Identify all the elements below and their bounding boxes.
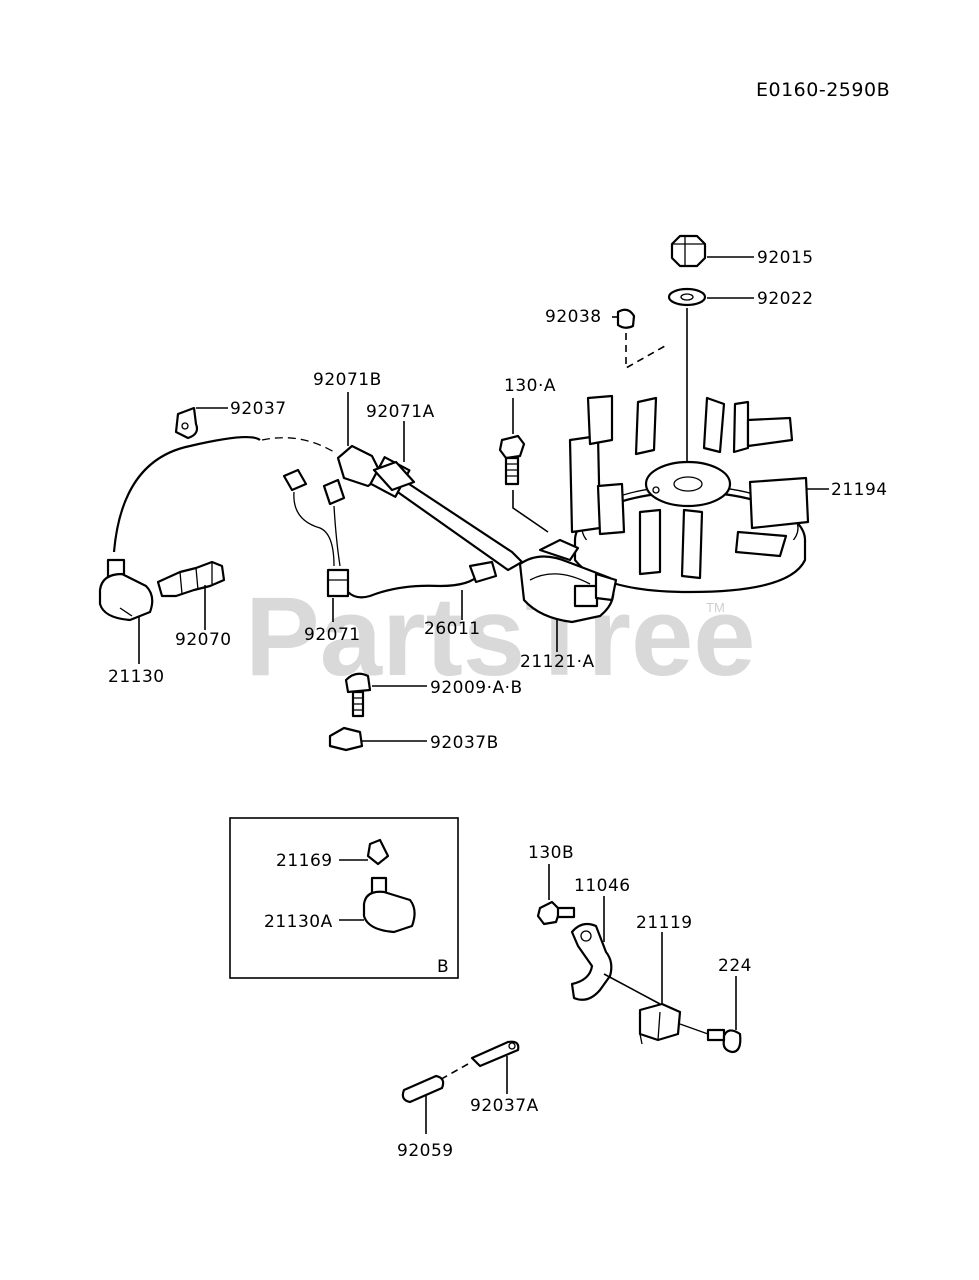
stop-lead-26011-wire[interactable] [347, 573, 481, 599]
screw-92009ab[interactable] [344, 672, 372, 718]
label-21130a[interactable]: 21130A [264, 912, 333, 932]
label-92037[interactable]: 92037 [230, 399, 287, 419]
diagram-code: E0160-2590B [756, 79, 890, 101]
coil-rod [390, 476, 524, 572]
bolt-130a-guide [512, 490, 549, 533]
label-92009ab[interactable]: 92009·A·B [430, 678, 523, 698]
high-tension-lead [112, 436, 261, 553]
washer-92022[interactable] [667, 287, 707, 307]
screw-224-guide [679, 1023, 709, 1035]
label-92022[interactable]: 92022 [757, 289, 814, 309]
label-224[interactable]: 224 [718, 956, 752, 976]
label-21121a[interactable]: 21121·A [520, 652, 595, 672]
watermark-trademark: TM [706, 600, 725, 615]
label-92071[interactable]: 92071 [304, 625, 361, 645]
clamp-92037[interactable] [174, 406, 199, 440]
label-21130[interactable]: 21130 [108, 667, 165, 687]
plug-cap-21130[interactable] [98, 558, 154, 622]
key-dashed-guide [625, 333, 666, 370]
screw-224[interactable] [706, 1028, 742, 1054]
clip-92037a[interactable] [470, 1040, 520, 1068]
lead-dashed-guide [261, 437, 335, 453]
ignition-coil-21121a[interactable] [518, 538, 618, 624]
label-92071a[interactable]: 92071A [366, 402, 435, 422]
spark-plug-92070[interactable] [156, 560, 226, 598]
cap-21169[interactable] [366, 838, 390, 866]
key-92038[interactable] [616, 308, 636, 329]
flywheel-21194[interactable] [568, 394, 810, 594]
stop-lead-connectors [282, 468, 346, 567]
label-92038[interactable]: 92038 [545, 307, 602, 327]
label-92015[interactable]: 92015 [757, 248, 814, 268]
nut-92015[interactable] [670, 234, 707, 268]
bracket-guide-line [603, 973, 661, 1005]
pin-92059[interactable] [401, 1074, 445, 1104]
label-26011[interactable]: 26011 [424, 619, 481, 639]
stop-lead-grommet-92071[interactable] [326, 568, 350, 598]
bolt-130a[interactable] [498, 434, 526, 486]
label-92037b[interactable]: 92037B [430, 733, 499, 753]
bolt-130b[interactable] [536, 900, 576, 926]
label-92059[interactable]: 92059 [397, 1141, 454, 1161]
bracket-11046[interactable] [570, 922, 613, 1001]
label-130b[interactable]: 130B [528, 843, 574, 863]
label-130a[interactable]: 130·A [504, 376, 556, 396]
plug-cap-21130a[interactable] [362, 876, 416, 934]
label-21169[interactable]: 21169 [276, 851, 333, 871]
clamp-92037b[interactable] [328, 726, 364, 752]
label-21194[interactable]: 21194 [831, 480, 888, 500]
label-92071b[interactable]: 92071B [313, 370, 382, 390]
label-21119[interactable]: 21119 [636, 913, 693, 933]
label-92070[interactable]: 92070 [175, 630, 232, 650]
switch-21119[interactable] [638, 1002, 682, 1045]
inset-box-letter: B [437, 957, 449, 977]
grommet-92071a[interactable] [372, 460, 416, 492]
label-92037a[interactable]: 92037A [470, 1096, 539, 1116]
stop-lead-terminal [468, 560, 498, 584]
label-11046[interactable]: 11046 [574, 876, 631, 896]
inset-box [229, 817, 459, 979]
